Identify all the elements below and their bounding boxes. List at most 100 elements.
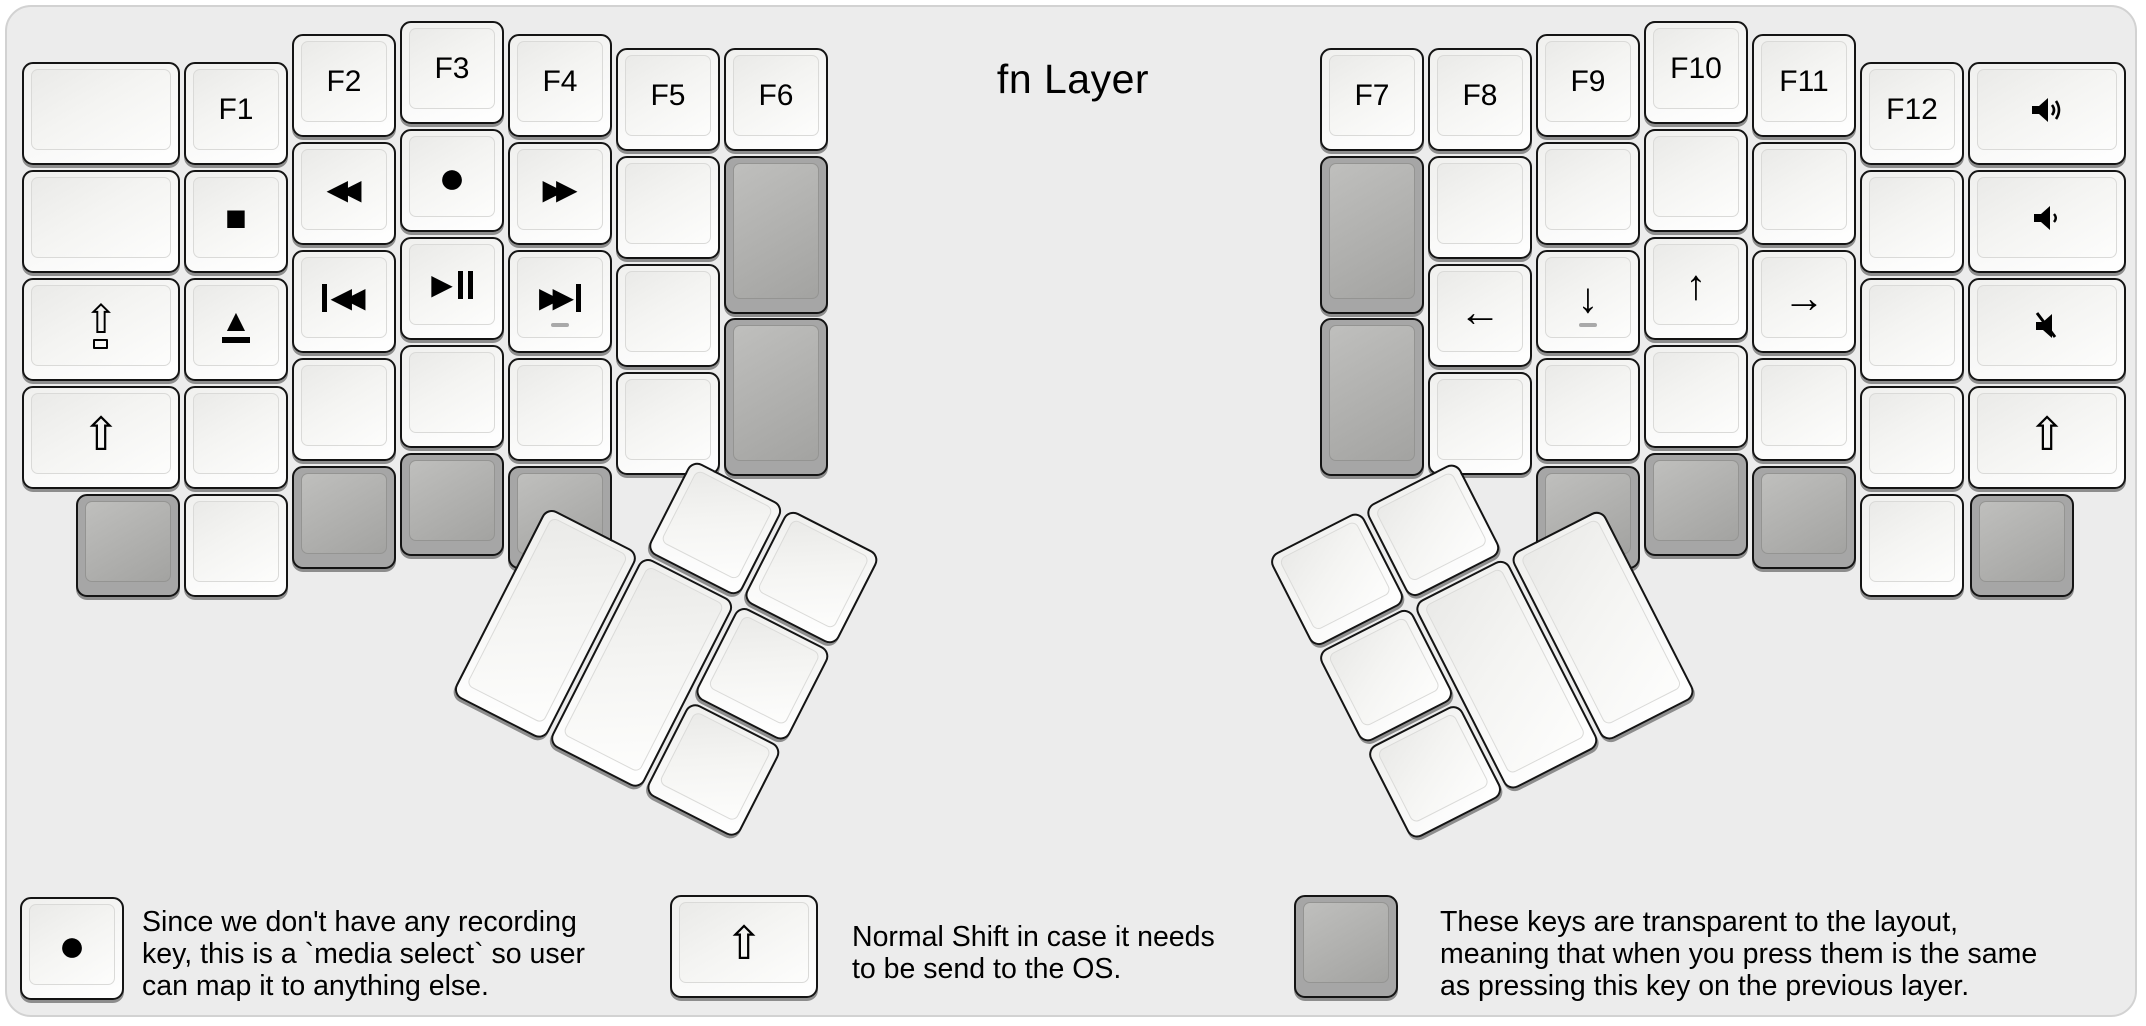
keycap (1869, 177, 1955, 258)
key-blank[interactable] (1860, 170, 1964, 273)
key-volume-down[interactable] (1968, 170, 2126, 273)
key-f5[interactable]: F5 (616, 48, 720, 151)
key-transparent[interactable] (1320, 156, 1424, 314)
record-icon: ● (58, 918, 86, 971)
key-blank[interactable] (616, 264, 720, 367)
key-f4[interactable]: F4 (508, 34, 612, 137)
key-transparent[interactable] (724, 318, 828, 476)
keycap: ⇧ (1977, 393, 2117, 474)
key-label: F5 (650, 78, 686, 112)
legend-text-line: to be send to the OS. (852, 953, 1122, 985)
key-f9[interactable]: F9 (1536, 34, 1640, 137)
key-arrow-down[interactable]: ↓ (1536, 250, 1640, 353)
key-transparent[interactable] (1644, 453, 1748, 556)
key-blank[interactable] (184, 494, 288, 597)
keycap: F6 (733, 55, 819, 136)
key-shift[interactable]: ⇧ (22, 386, 180, 489)
key-blank[interactable] (1752, 358, 1856, 461)
keycap (1977, 285, 2117, 366)
key-shift[interactable]: ⇧ (1968, 386, 2126, 489)
key-blank[interactable] (1644, 345, 1748, 448)
key-fast-forward[interactable]: ▶▶ (508, 142, 612, 245)
key-eject[interactable]: ▲ (184, 278, 288, 381)
key-blank[interactable] (1428, 156, 1532, 259)
homing-bar (1579, 323, 1597, 327)
key-blank[interactable] (616, 372, 720, 475)
key-label: F6 (758, 78, 794, 112)
key-blank[interactable] (1428, 372, 1532, 475)
key-transparent[interactable] (76, 494, 180, 597)
key-blank[interactable] (22, 62, 180, 165)
key-f10[interactable]: F10 (1644, 21, 1748, 124)
keycap: ◀◀ (301, 257, 387, 338)
key-blank[interactable] (1860, 494, 1964, 597)
keycap (301, 473, 387, 554)
keycap (31, 69, 171, 150)
legend-text-line: as pressing this key on the previous lay… (1440, 970, 1970, 1002)
key-transparent[interactable] (1320, 318, 1424, 476)
keycap: F11 (1761, 41, 1847, 122)
keycap (31, 177, 171, 258)
key-transparent[interactable] (724, 156, 828, 314)
key-blank[interactable] (1860, 386, 1964, 489)
key-transparent[interactable] (1752, 466, 1856, 569)
key-f1[interactable]: F1 (184, 62, 288, 165)
key-prev-track[interactable]: ◀◀ (292, 250, 396, 353)
key-f2[interactable]: F2 (292, 34, 396, 137)
key-blank[interactable] (292, 358, 396, 461)
key-blank[interactable] (184, 386, 288, 489)
legend-text-line: Normal Shift in case it needs (852, 921, 1215, 953)
legend-text-line: key, this is a `media select` so user (142, 938, 585, 970)
key-blank[interactable] (1644, 129, 1748, 232)
key-rewind[interactable]: ◀◀ (292, 142, 396, 245)
keycap: F3 (409, 28, 495, 109)
key-blank[interactable] (616, 156, 720, 259)
stop-icon: ■ (225, 196, 247, 238)
key-transparent[interactable] (292, 466, 396, 569)
key-f7[interactable]: F7 (1320, 48, 1424, 151)
keycap: ▲ (193, 285, 279, 366)
key-blank[interactable] (1752, 142, 1856, 245)
keycap (1869, 501, 1955, 582)
key-f6[interactable]: F6 (724, 48, 828, 151)
keycap (1437, 379, 1523, 460)
key-next-track[interactable]: ▶▶ (508, 250, 612, 353)
keycap (193, 501, 279, 582)
legend-text-line: Since we don't have any recording (142, 906, 577, 938)
key-arrow-right[interactable]: → (1752, 250, 1856, 353)
keycap: ▶▶ (517, 149, 603, 230)
keycap: F4 (517, 41, 603, 122)
key-stop[interactable]: ■ (184, 170, 288, 273)
key-arrow-left[interactable]: ← (1428, 264, 1532, 367)
key-blank[interactable] (1536, 142, 1640, 245)
keycap (1869, 285, 1955, 366)
key-f8[interactable]: F8 (1428, 48, 1532, 151)
key-play-pause[interactable]: ▶ (400, 237, 504, 340)
rewind-icon: ◀◀ (326, 173, 361, 205)
key-transparent[interactable] (1970, 494, 2074, 597)
keycap: ● (29, 904, 115, 985)
key-mute[interactable] (1968, 278, 2126, 381)
shift-icon: ⇧ (81, 407, 121, 460)
key-blank[interactable] (508, 358, 612, 461)
keycap (733, 163, 819, 299)
key-f3[interactable]: F3 (400, 21, 504, 124)
key-transparent (1294, 895, 1398, 998)
key-caps-lock[interactable]: ⇧ (22, 278, 180, 381)
key-label: F4 (542, 64, 578, 98)
key-record[interactable]: ● (400, 129, 504, 232)
key-blank[interactable] (22, 170, 180, 273)
keycap (625, 163, 711, 244)
key-label: F2 (326, 64, 362, 98)
key-blank[interactable] (1860, 278, 1964, 381)
key-arrow-up[interactable]: ↑ (1644, 237, 1748, 340)
key-volume-up[interactable] (1968, 62, 2126, 165)
keycap: ● (409, 136, 495, 217)
key-f11[interactable]: F11 (1752, 34, 1856, 137)
key-f12[interactable]: F12 (1860, 62, 1964, 165)
key-blank[interactable] (400, 345, 504, 448)
key-blank[interactable] (1536, 358, 1640, 461)
keycap: F8 (1437, 55, 1523, 136)
key-transparent[interactable] (400, 453, 504, 556)
